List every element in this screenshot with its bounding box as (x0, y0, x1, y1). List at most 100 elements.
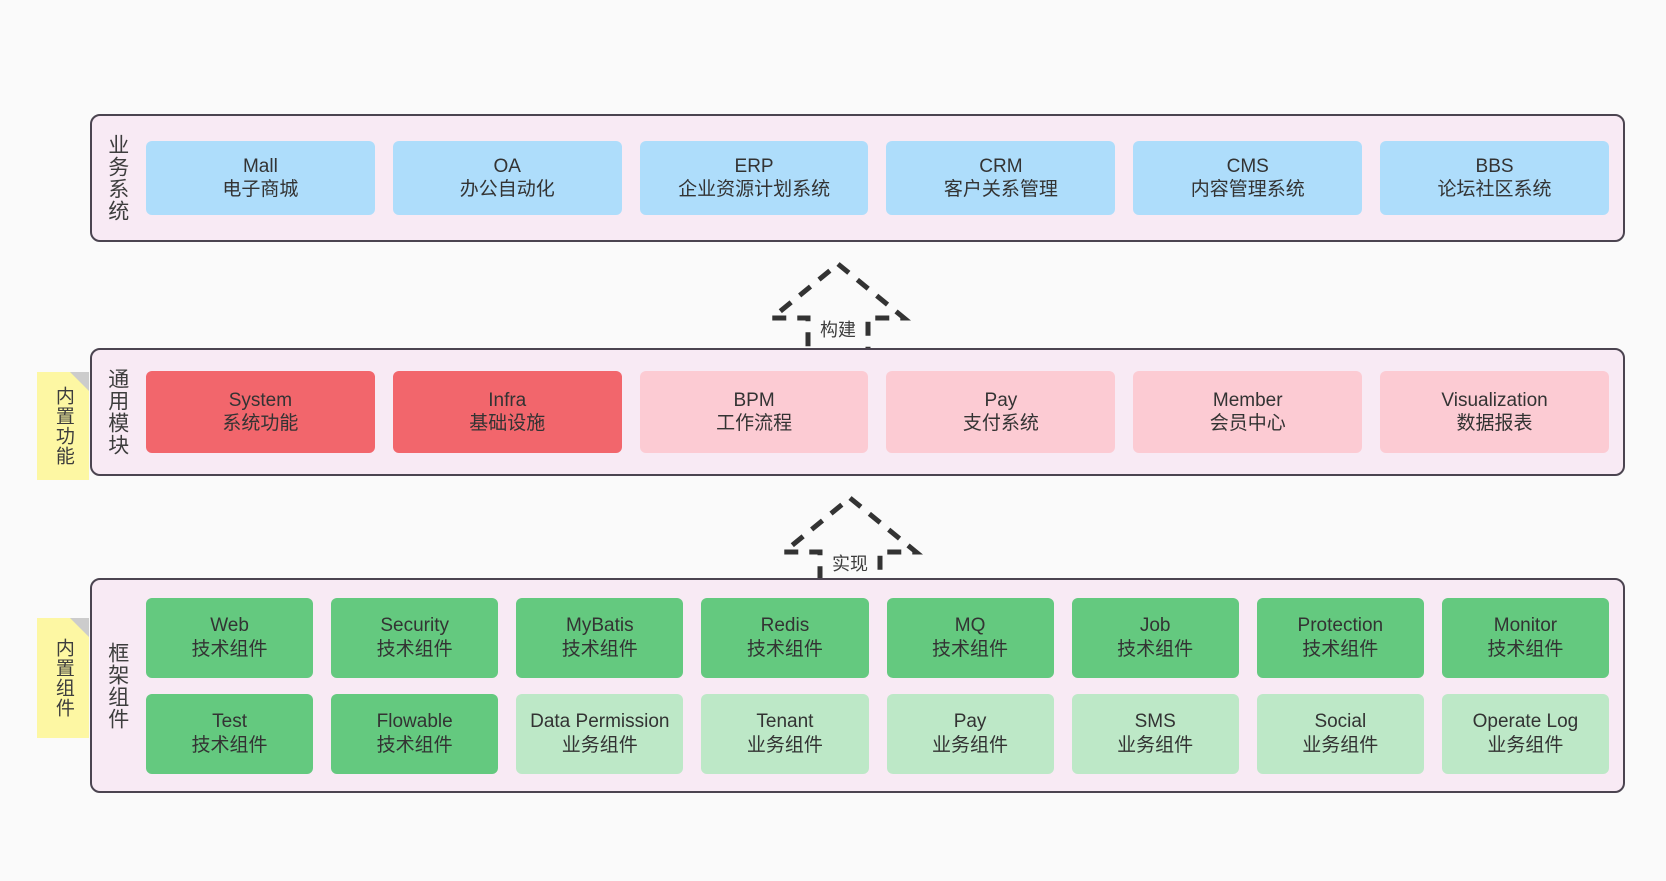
node-title: SMS (1134, 711, 1176, 733)
node-pay-component[interactable]: Pay 业务组件 (886, 693, 1054, 774)
node-data-permission[interactable]: Data Permission 业务组件 (516, 693, 684, 774)
node-title: Job (1139, 615, 1171, 637)
node-title: Social (1314, 711, 1367, 733)
page-fold-icon (70, 618, 89, 637)
layer-framework-components: 框架组件 Web 技术组件 Security 技术组件 MyBatis 技术组件… (90, 578, 1625, 793)
node-subtitle: 企业资源计划系统 (678, 179, 831, 200)
node-subtitle: 业务组件 (1117, 734, 1194, 756)
layer-row: Test 技术组件 Flowable 技术组件 Data Permission … (146, 693, 1609, 774)
note-text: 内置组件 (52, 638, 74, 718)
node-title: Protection (1297, 615, 1384, 637)
node-subtitle: 支付系统 (962, 413, 1039, 434)
layer-body-modules: System 系统功能 Infra 基础设施 BPM 工作流程 Pay 支付系统… (142, 350, 1623, 474)
node-subtitle: 工作流程 (716, 413, 793, 434)
node-subtitle: 技术组件 (1117, 638, 1194, 660)
node-title: CRM (979, 155, 1023, 177)
node-title: Infra (488, 389, 527, 411)
node-title: CMS (1226, 155, 1269, 177)
node-mq[interactable]: MQ 技术组件 (886, 597, 1054, 678)
node-web[interactable]: Web 技术组件 (146, 597, 314, 678)
node-bbs[interactable]: BBS 论坛社区系统 (1380, 141, 1609, 215)
node-security[interactable]: Security 技术组件 (331, 597, 499, 678)
node-title: Visualization (1441, 389, 1548, 411)
node-subtitle: 技术组件 (376, 638, 453, 660)
node-monitor[interactable]: Monitor 技术组件 (1441, 597, 1609, 678)
node-title: Pay (953, 711, 987, 733)
layer-business-systems: 业务系统 Mall 电子商城 OA 办公自动化 ERP 企业资源计划系统 CRM… (90, 114, 1625, 242)
node-erp[interactable]: ERP 企业资源计划系统 (639, 141, 869, 215)
node-infra[interactable]: Infra 基础设施 (392, 371, 622, 453)
node-subtitle: 电子商城 (222, 179, 299, 200)
node-title: Operate Log (1472, 711, 1579, 733)
node-subtitle: 内容管理系统 (1190, 179, 1305, 200)
node-subtitle: 业务组件 (932, 734, 1009, 756)
node-subtitle: 技术组件 (191, 638, 268, 660)
node-title: MyBatis (566, 615, 634, 637)
arrow-build: 构建 (758, 258, 918, 356)
node-subtitle: 论坛社区系统 (1437, 179, 1552, 200)
node-sms[interactable]: SMS 业务组件 (1071, 693, 1239, 774)
node-title: Data Permission (530, 711, 670, 733)
layer-common-modules: 通用模块 System 系统功能 Infra 基础设施 BPM 工作流程 Pay… (90, 348, 1625, 476)
layer-title-business: 业务系统 (105, 134, 129, 222)
node-title: Web (210, 615, 249, 637)
node-title: Security (380, 615, 449, 637)
arrow-realize: 实现 (770, 492, 930, 590)
node-title: Monitor (1493, 615, 1558, 637)
node-title: BPM (733, 389, 775, 411)
node-subtitle: 系统功能 (222, 413, 299, 434)
node-title: Flowable (376, 711, 453, 733)
node-protection[interactable]: Protection 技术组件 (1256, 597, 1424, 678)
node-cms[interactable]: CMS 内容管理系统 (1133, 141, 1363, 215)
layer-title-modules: 通用模块 (105, 368, 129, 456)
arrow-label: 实现 (832, 554, 868, 574)
node-subtitle: 业务组件 (746, 734, 823, 756)
node-flowable[interactable]: Flowable 技术组件 (331, 693, 499, 774)
node-subtitle: 数据报表 (1456, 413, 1533, 434)
node-subtitle: 技术组件 (376, 734, 453, 756)
node-title: Member (1212, 389, 1283, 411)
node-subtitle: 技术组件 (932, 638, 1009, 660)
node-mall[interactable]: Mall 电子商城 (146, 141, 375, 215)
node-social[interactable]: Social 业务组件 (1256, 693, 1424, 774)
node-redis[interactable]: Redis 技术组件 (701, 597, 869, 678)
node-subtitle: 技术组件 (746, 638, 823, 660)
layer-row: Web 技术组件 Security 技术组件 MyBatis 技术组件 Redi… (146, 597, 1609, 678)
node-operate-log[interactable]: Operate Log 业务组件 (1441, 693, 1609, 774)
node-title: System (228, 389, 293, 411)
node-subtitle: 业务组件 (1302, 734, 1379, 756)
node-tenant[interactable]: Tenant 业务组件 (701, 693, 869, 774)
node-subtitle: 技术组件 (1302, 638, 1379, 660)
node-title: Test (212, 711, 247, 733)
note-builtin-component: 内置组件 (37, 618, 89, 738)
node-visualization[interactable]: Visualization 数据报表 (1380, 371, 1609, 453)
node-test[interactable]: Test 技术组件 (146, 693, 314, 774)
node-title: BBS (1475, 155, 1514, 177)
node-mybatis[interactable]: MyBatis 技术组件 (516, 597, 684, 678)
node-title: OA (493, 155, 521, 177)
node-pay[interactable]: Pay 支付系统 (886, 371, 1116, 453)
layer-body-business: Mall 电子商城 OA 办公自动化 ERP 企业资源计划系统 CRM 客户关系… (142, 116, 1623, 240)
node-crm[interactable]: CRM 客户关系管理 (886, 141, 1116, 215)
node-title: Redis (760, 615, 810, 637)
node-subtitle: 技术组件 (1487, 638, 1564, 660)
node-job[interactable]: Job 技术组件 (1071, 597, 1239, 678)
node-member[interactable]: Member 会员中心 (1133, 371, 1363, 453)
node-subtitle: 基础设施 (469, 413, 546, 434)
node-subtitle: 客户关系管理 (943, 179, 1058, 200)
node-subtitle: 技术组件 (191, 734, 268, 756)
note-text: 内置功能 (52, 386, 74, 466)
note-builtin-function: 内置功能 (37, 372, 89, 480)
node-bpm[interactable]: BPM 工作流程 (639, 371, 869, 453)
node-title: ERP (734, 155, 774, 177)
node-oa[interactable]: OA 办公自动化 (392, 141, 622, 215)
node-subtitle: 业务组件 (1487, 734, 1564, 756)
node-subtitle: 业务组件 (561, 734, 638, 756)
layer-body-framework: Web 技术组件 Security 技术组件 MyBatis 技术组件 Redi… (142, 580, 1623, 791)
layer-row: Mall 电子商城 OA 办公自动化 ERP 企业资源计划系统 CRM 客户关系… (146, 141, 1609, 215)
node-subtitle: 会员中心 (1209, 413, 1286, 434)
node-subtitle: 办公自动化 (459, 179, 555, 200)
node-system[interactable]: System 系统功能 (146, 371, 375, 453)
node-title: Mall (242, 155, 278, 177)
